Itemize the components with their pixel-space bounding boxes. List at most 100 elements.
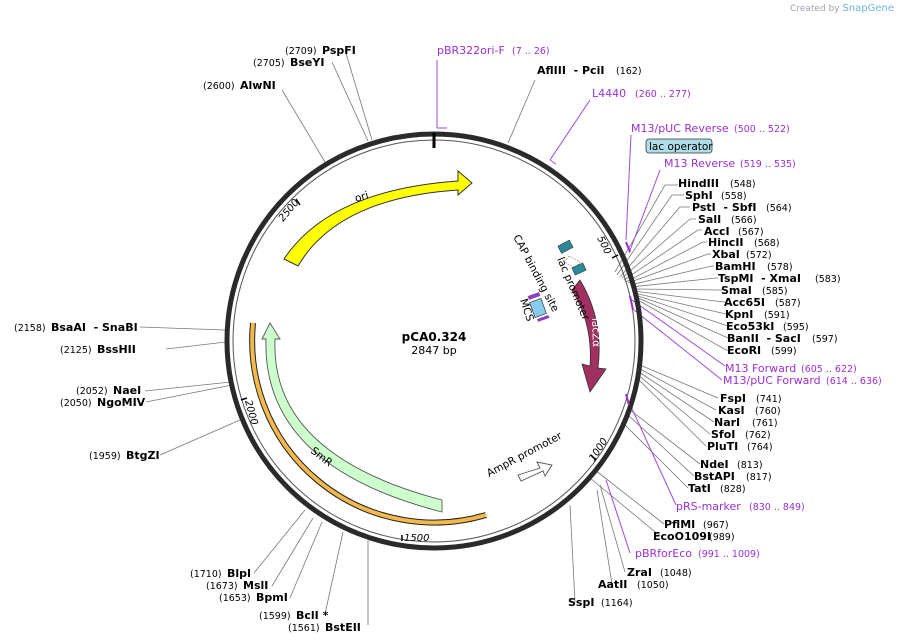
smr-label: SmR <box>308 445 334 469</box>
plasmid-size: 2847 bp <box>411 344 456 357</box>
enzyme-ecori-pos: (599) <box>771 346 797 357</box>
enzyme-bsaai-snabi: BsaAI - SnaBI <box>51 321 138 334</box>
lac-operator-box: lac operator <box>645 138 713 154</box>
enzyme-pspfi-pos: (2709) <box>285 46 317 57</box>
enzyme-bsshii: BssHII <box>97 343 136 356</box>
enzyme-sfoi: SfoI <box>711 428 735 441</box>
enzyme-bcli: BclI * <box>296 609 329 622</box>
enzyme-hincii: HincII <box>708 236 744 249</box>
enzyme-alwni: AlwNI <box>240 79 276 92</box>
enzyme-ngomiv: NgoMIV <box>97 396 146 409</box>
enzyme-afliii-pos: (162) <box>616 66 642 77</box>
tick-500: 500 <box>594 234 612 256</box>
enzyme-pflmi-pos: (967) <box>703 520 729 531</box>
enzyme-xbai-pos: (572) <box>746 250 772 261</box>
ori-feature: ori <box>283 169 473 267</box>
enzyme-pluti-pos: (764) <box>747 442 773 453</box>
lacza-feature: lacZα <box>571 279 607 393</box>
enzyme-bsaai-pos: (2158) <box>14 323 46 334</box>
enzyme-pluti: PluTI <box>707 440 738 453</box>
primer-lines <box>436 60 726 554</box>
enzyme-tspmi-xmai: TspMI - XmaI <box>718 272 801 285</box>
primer-pbr322ori-f: pBR322ori-F <box>437 44 505 57</box>
enzyme-ndei: NdeI <box>700 458 729 471</box>
tick-1000: 1000 <box>587 436 610 463</box>
enzyme-zrai: ZraI <box>627 566 652 579</box>
primer-m13puc-reverse: M13/pUC Reverse <box>631 122 729 135</box>
primer-m13-reverse-range: (519 .. 535) <box>740 159 796 170</box>
enzyme-bseyi: BseYI <box>290 56 324 69</box>
enzyme-bamhi-pos: (578) <box>767 262 793 273</box>
enzyme-sali-pos: (566) <box>731 215 757 226</box>
enzyme-fspi-pos: (741) <box>756 394 782 405</box>
tick-1500: 1500 <box>404 533 429 544</box>
snapgene-logo: SnapGene <box>842 3 894 14</box>
enzyme-bcli-pos: (1599) <box>259 611 291 622</box>
enzyme-fspi: FspI <box>720 392 746 405</box>
enzyme-sfoi-pos: (762) <box>745 430 771 441</box>
enzyme-ndei-pos: (813) <box>737 460 763 471</box>
ampr-promoter-label: AmpR promoter <box>485 430 565 480</box>
enzyme-kpni-pos: (591) <box>764 310 790 321</box>
enzyme-pflmi: PflMI <box>664 518 695 531</box>
enzyme-msli-pos: (1673) <box>206 581 238 592</box>
enzyme-sspi-pos: (1164) <box>601 598 633 609</box>
lac-operator-label: lac operator <box>649 141 713 153</box>
enzyme-kasi: KasI <box>718 404 745 417</box>
enzyme-sphi: SphI <box>685 189 713 202</box>
enzyme-naei-pos: (2052) <box>76 386 108 397</box>
enzyme-aatii-pos: (1050) <box>637 580 669 591</box>
primer-l4440: L4440 <box>592 87 626 100</box>
lacza-label: lacZα <box>589 318 602 348</box>
enzyme-sphi-pos: (558) <box>721 191 747 202</box>
enzyme-smai: SmaI <box>721 284 752 297</box>
enzyme-afliii-pcii: AflIII - PciI <box>537 64 604 77</box>
enzyme-ecori: EcoRI <box>727 344 761 357</box>
enzyme-psti-pos: (564) <box>766 203 792 214</box>
primer-marks <box>625 241 634 406</box>
plasmid-name: pCA0.324 <box>402 330 467 344</box>
enzyme-acc65i: Acc65I <box>724 296 765 309</box>
primer-m13-reverse: M13 Reverse <box>664 157 735 170</box>
enzyme-psti-sbfi: PstI - SbfI <box>692 201 757 214</box>
enzyme-acc65i-pos: (587) <box>775 298 801 309</box>
enzyme-ecoo109i: EcoO109I <box>653 530 711 543</box>
enzyme-sali: SalI <box>698 213 721 226</box>
primer-pbr322ori-f-range: (7 .. 26) <box>512 46 550 57</box>
enzyme-hindiii-pos: (548) <box>730 179 756 190</box>
ampr-promoter-feature: AmpR promoter <box>485 430 565 482</box>
enzyme-labels-right: AflIII - PciI (162) HindIII (548) SphI (… <box>537 64 841 609</box>
enzyme-banii-saci: BanII - SacI <box>727 332 801 345</box>
enzyme-bstapi: BstAPI <box>694 470 735 483</box>
enzyme-alwni-pos: (2600) <box>203 81 235 92</box>
enzyme-bsshii-pos: (2125) <box>60 345 92 356</box>
enzyme-bamhi: BamHI <box>715 260 756 273</box>
primer-m13-forward: M13 Forward <box>725 362 796 375</box>
snapgene-credit: Created by SnapGene <box>790 3 894 14</box>
enzyme-btgzi: BtgZI <box>126 449 160 462</box>
enzyme-bsteii: BstEII <box>325 621 361 634</box>
enzyme-naei: NaeI <box>113 384 141 397</box>
enzyme-ecoo109i-pos: (989) <box>709 532 735 543</box>
enzyme-tati: TatI <box>688 482 711 495</box>
enzyme-xbai: XbaI <box>712 248 740 261</box>
primer-prs-marker: pRS-marker <box>676 500 741 513</box>
primer-pbrforeco-range: (991 .. 1009) <box>698 549 760 560</box>
enzyme-eco53ki-pos: (595) <box>783 322 809 333</box>
primer-labels: pBR322ori-F (7 .. 26) L4440 (260 .. 277)… <box>437 44 882 560</box>
enzyme-kpni: KpnI <box>725 308 753 321</box>
enzyme-tspmi-pos: (583) <box>815 274 841 285</box>
primer-m13puc-reverse-range: (500 .. 522) <box>734 124 790 135</box>
enzyme-zrai-pos: (1048) <box>660 568 692 579</box>
enzyme-ngomiv-pos: (2050) <box>60 398 92 409</box>
enzyme-blpi: BlpI <box>227 567 251 580</box>
primer-pbrforeco: pBRforEco <box>635 547 692 560</box>
enzyme-sspi: SspI <box>568 596 594 609</box>
enzyme-bpmi-pos: (1653) <box>219 593 251 604</box>
enzyme-btgzi-pos: (1959) <box>89 451 121 462</box>
enzyme-hincii-pos: (568) <box>754 238 780 249</box>
enzyme-blpi-pos: (1710) <box>190 569 222 580</box>
orange-arc <box>250 322 487 525</box>
enzyme-nari: NarI <box>714 416 740 429</box>
